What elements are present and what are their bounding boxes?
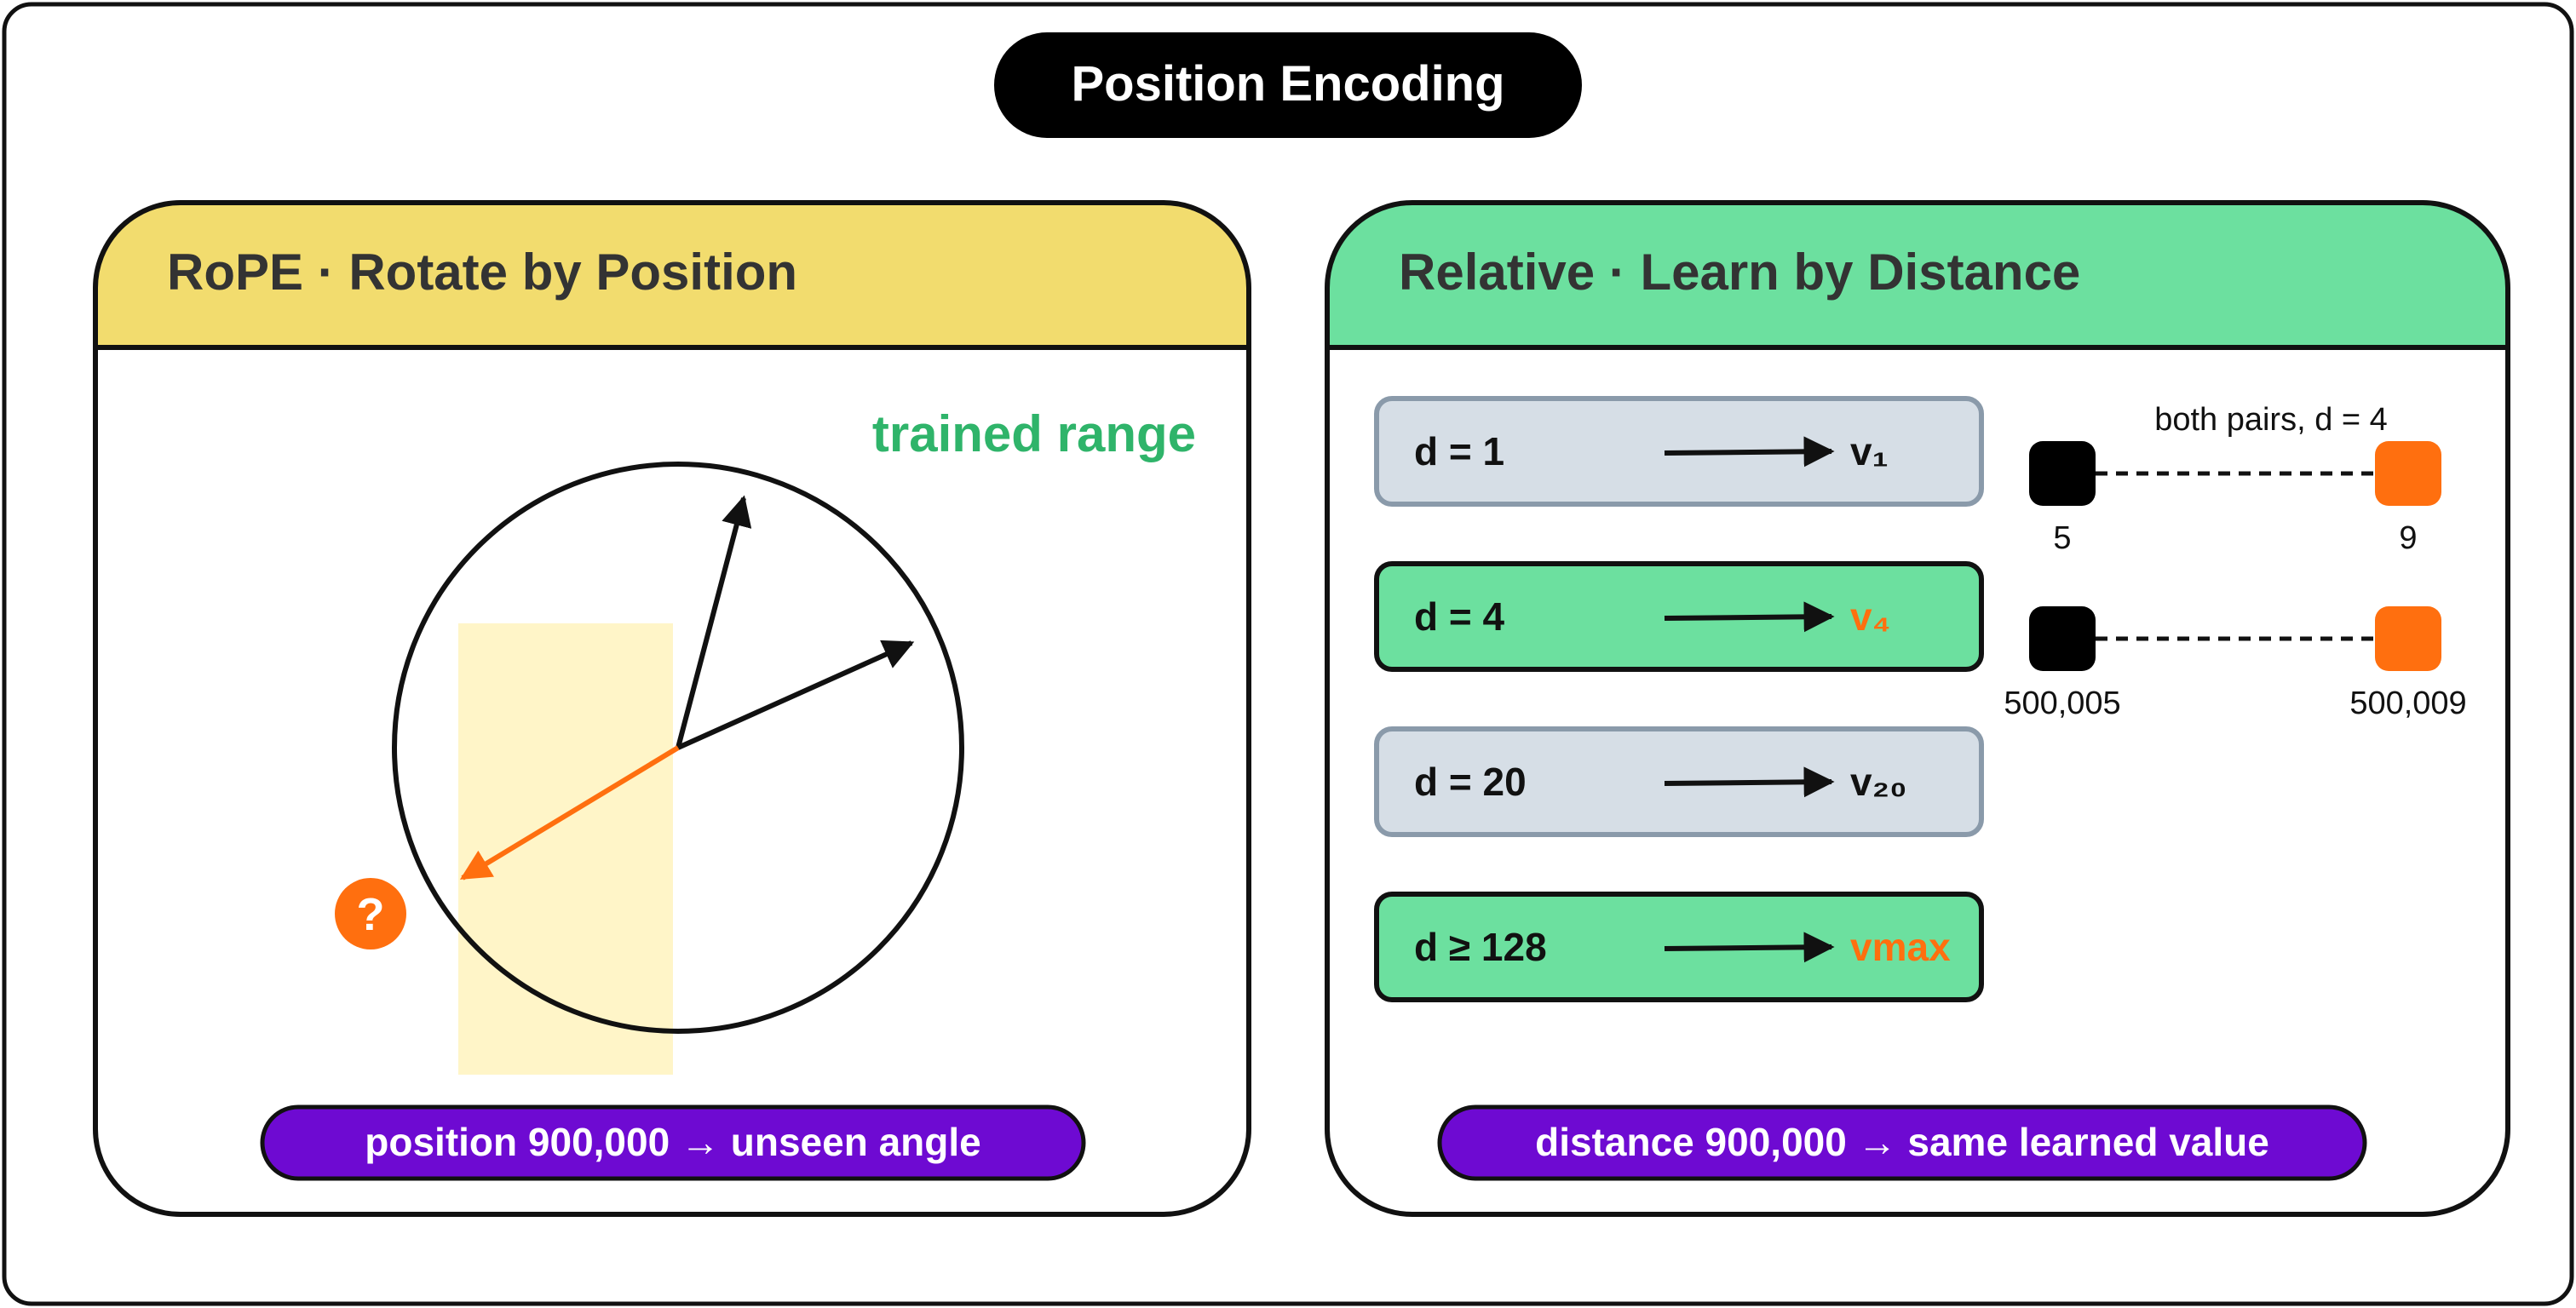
distance-arrow	[1664, 601, 1835, 633]
question-mark: ?	[357, 889, 385, 940]
relative-header-band	[1327, 203, 2508, 347]
rope-header: RoPE · Rotate by Position	[167, 244, 797, 301]
token-position-left: 5	[2053, 520, 2071, 556]
token-position-right: 500,009	[2349, 686, 2466, 721]
distance-row: d = 20 v₂₀	[1374, 726, 1984, 837]
token-pair: 500,005 500,009	[2004, 606, 2467, 721]
rope-panel: RoPE · Rotate by Position trained range …	[93, 200, 1251, 1217]
trained-range-band	[458, 623, 673, 1075]
distance-arrow	[1664, 766, 1835, 798]
distance-label: d = 1	[1414, 429, 1504, 473]
title-pill	[994, 32, 1582, 138]
rope-header-band	[95, 203, 1249, 347]
token-position-right: 9	[2399, 520, 2417, 556]
relative-footer: distance 900,000 → same learned value	[1535, 1120, 2269, 1164]
pairs-caption: both pairs, d = 4	[2154, 402, 2388, 438]
distance-row: d = 4 v₄	[1374, 561, 1984, 672]
learned-value: v₁	[1850, 429, 1889, 473]
rope-footer: position 900,000 → unseen angle	[365, 1120, 980, 1164]
learned-value: v₄	[1850, 594, 1891, 639]
rotated-vector-a	[676, 495, 752, 749]
token-position-left: 500,005	[2004, 686, 2120, 721]
relative-panel: Relative · Learn by Distance d = 1 v₁ d …	[1325, 200, 2510, 1217]
page-title: Position Encoding	[1071, 56, 1504, 112]
distance-row: d ≥ 128 vmax	[1374, 892, 1984, 1002]
token-orange	[2375, 606, 2441, 671]
learned-value: v₂₀	[1850, 760, 1907, 804]
rope-footer-pill	[260, 1104, 1086, 1181]
rotated-vector-b	[676, 640, 915, 750]
question-icon	[335, 878, 406, 949]
rotation-circle	[392, 462, 964, 1034]
trained-range-label: trained range	[872, 405, 1196, 462]
distance-label: d ≥ 128	[1414, 925, 1547, 969]
distance-label: d = 20	[1414, 760, 1527, 804]
token-black	[2029, 441, 2096, 506]
token-orange	[2375, 441, 2441, 506]
relative-header: Relative · Learn by Distance	[1399, 244, 2080, 301]
distance-arrow	[1664, 932, 1835, 963]
relative-footer-pill	[1437, 1104, 2367, 1181]
unseen-angle-vector	[459, 745, 680, 881]
token-black	[2029, 606, 2096, 671]
learned-value: vmax	[1850, 925, 1951, 969]
distance-arrow	[1664, 436, 1835, 468]
distance-row: d = 1 v₁	[1374, 396, 1984, 507]
token-pair: 5 9	[2029, 441, 2441, 556]
distance-label: d = 4	[1414, 594, 1505, 639]
